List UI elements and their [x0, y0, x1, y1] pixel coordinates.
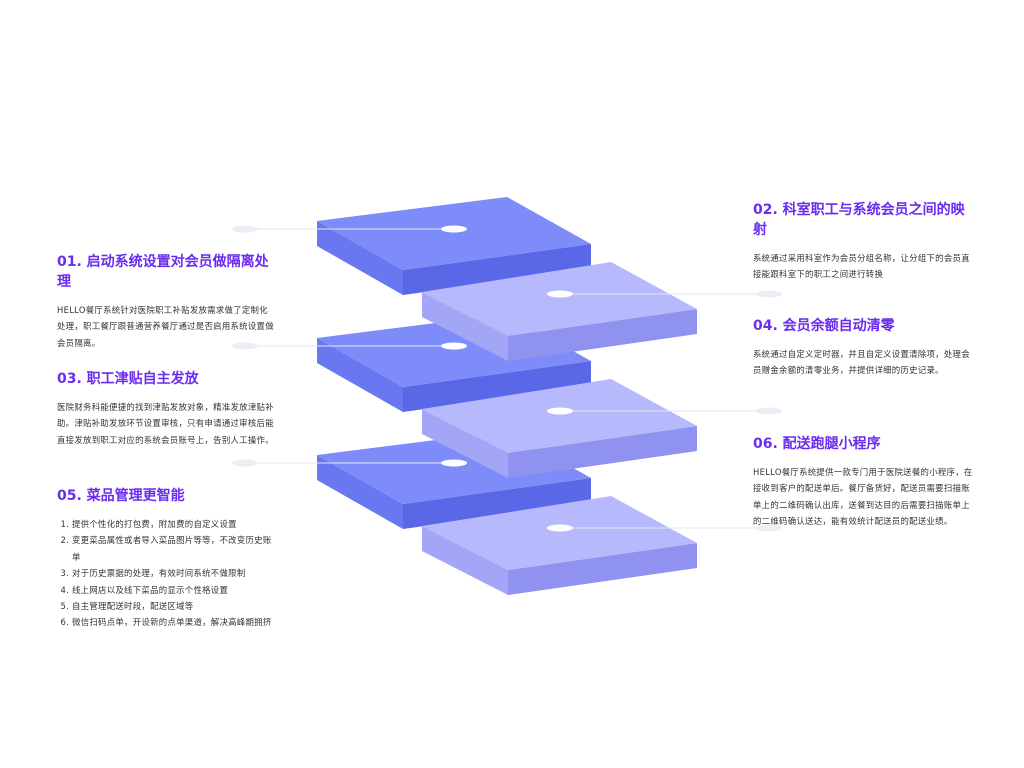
feature-01-title: 01. 启动系统设置对会员做隔离处理	[57, 254, 269, 290]
slab-2-top-face	[422, 262, 697, 336]
feature-04-title: 04. 会员余额自动清零	[753, 318, 895, 334]
feature-05: 05. 菜品管理更智能 提供个性化的打包费，附加费的自定义设置 变更菜品属性或者…	[57, 486, 275, 631]
slab-4-front-face	[422, 409, 508, 478]
slab-4	[422, 379, 697, 478]
slab-4-top-face	[422, 379, 697, 453]
slab-marker-dot-right-1	[547, 290, 573, 298]
slab-5-right-face	[403, 478, 591, 529]
slab-3-front-face	[317, 338, 403, 412]
feature-04-text: 系统通过自定义定时器，并且自定义设置清除项，处理会员赠金余额的清零业务，并提供详…	[753, 349, 970, 376]
connector-end-dot-right-3	[756, 524, 782, 532]
slab-1-top-face	[317, 197, 591, 270]
slab-5-front-face	[317, 455, 403, 529]
feature-05-item: 自主管理配送时段，配送区域等	[72, 598, 275, 614]
slab-marker-dot-right-2	[547, 407, 573, 415]
slab-marker-dot-left-3	[441, 459, 467, 467]
feature-02: 02. 科室职工与系统会员之间的映射 系统通过采用科室作为会员分组名称，让分组下…	[753, 200, 975, 283]
feature-06-text: HELLO餐厅系统提供一款专门用于医院送餐的小程序，在接收到客户的配送单后。餐厅…	[753, 467, 973, 527]
slab-marker-dot-left-2	[441, 342, 467, 350]
slab-6-right-face	[508, 543, 697, 595]
feature-05-item: 微信扫码点单，开设新的点单渠道，解决高峰期拥挤	[72, 614, 275, 630]
slab-1-front-face	[317, 221, 403, 295]
feature-04: 04. 会员余额自动清零 系统通过自定义定时器，并且自定义设置清除项，处理会员赠…	[753, 316, 975, 379]
feature-06-title: 06. 配送跑腿小程序	[753, 436, 881, 452]
connector-end-dot-left-3	[232, 459, 258, 467]
feature-02-title: 02. 科室职工与系统会员之间的映射	[753, 202, 965, 238]
connector-end-dot-left-1	[232, 225, 258, 233]
feature-03-text: 医院财务科能便捷的找到津贴发放对象，精准发放津贴补助。津贴补助发放环节设置审核，…	[57, 402, 274, 445]
feature-03-title: 03. 职工津贴自主发放	[57, 371, 199, 387]
slab-marker-dot-right-3	[547, 524, 573, 532]
feature-01: 01. 启动系统设置对会员做隔离处理 HELLO餐厅系统针对医院职工补贴发放需求…	[57, 252, 275, 351]
feature-05-list: 提供个性化的打包费，附加费的自定义设置 变更菜品属性或者导入菜品图片等等，不改变…	[57, 516, 275, 631]
connector-end-dot-right-2	[756, 407, 782, 415]
slab-1-right-face	[403, 244, 591, 295]
slab-marker-dot-left-1	[441, 225, 467, 233]
feature-01-text: HELLO餐厅系统针对医院职工补贴发放需求做了定制化处理，职工餐厅跟普通营养餐厅…	[57, 305, 274, 348]
feature-02-text: 系统通过采用科室作为会员分组名称，让分组下的会员直接能跟科室下的职工之间进行转换	[753, 253, 970, 280]
feature-05-item: 提供个性化的打包费，附加费的自定义设置	[72, 516, 275, 532]
feature-05-item: 变更菜品属性或者导入菜品图片等等，不改变历史账单	[72, 532, 275, 565]
feature-05-title: 05. 菜品管理更智能	[57, 488, 185, 504]
slab-1	[317, 197, 591, 295]
feature-05-item: 线上网店以及线下菜品的显示个性格设置	[72, 582, 275, 598]
slab-4-right-face	[508, 426, 697, 478]
slab-2-right-face	[508, 309, 697, 361]
slab-2	[422, 262, 697, 361]
feature-06: 06. 配送跑腿小程序 HELLO餐厅系统提供一款专门用于医院送餐的小程序，在接…	[753, 434, 975, 530]
slab-2-front-face	[422, 292, 508, 361]
feature-05-item: 对于历史票据的处理，有效时间系统不做限制	[72, 565, 275, 581]
slab-6-top-face	[422, 496, 697, 570]
slab-6	[422, 496, 697, 595]
connector-end-dot-right-1	[756, 290, 782, 298]
slab-3-right-face	[403, 361, 591, 412]
connector-end-dot-left-2	[232, 342, 258, 350]
slab-6-front-face	[422, 526, 508, 595]
feature-03: 03. 职工津贴自主发放 医院财务科能便捷的找到津贴发放对象，精准发放津贴补助。…	[57, 369, 275, 448]
